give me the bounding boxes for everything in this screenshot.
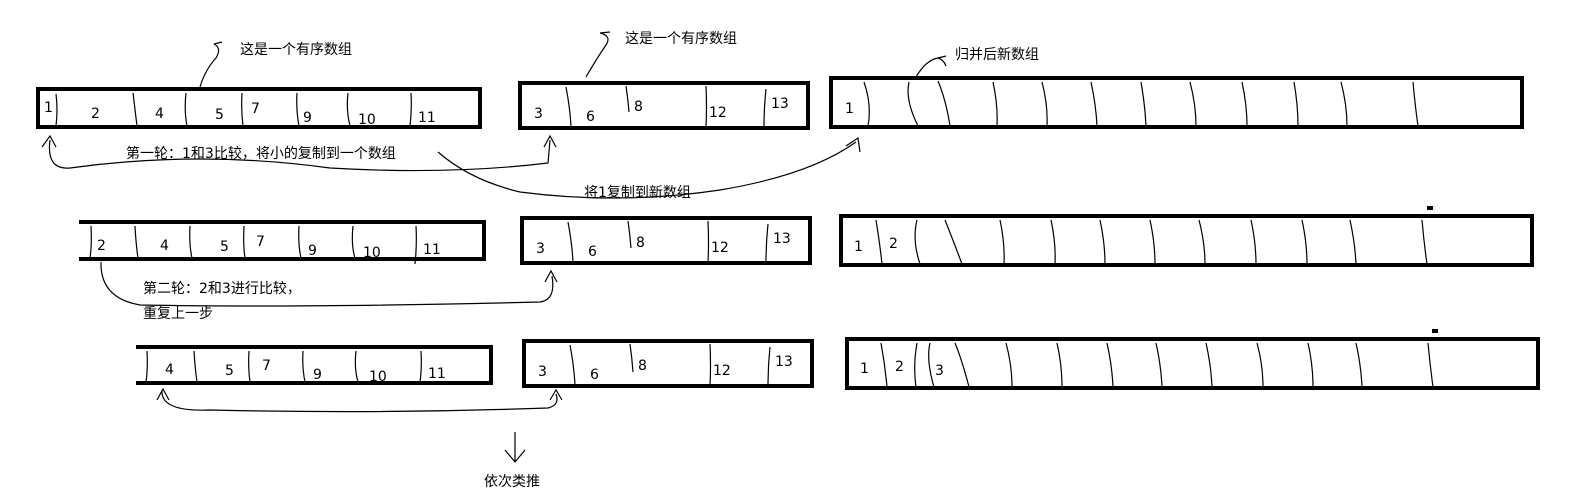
- round2-label: 第二轮：2和3进行比较，: [143, 280, 301, 297]
- row2-right-cell-5: 13: [773, 231, 791, 247]
- copy1-arrow: [437, 141, 857, 199]
- row3-marker: [1432, 329, 1438, 333]
- row1-left-cell-6: 9: [303, 110, 312, 126]
- row1-right-array-box: [518, 81, 810, 130]
- round2-compare-arrow: [100, 261, 554, 307]
- row3-right-cell-dividers: [569, 343, 771, 386]
- row1-left-cell-4: 5: [215, 107, 224, 123]
- row3-merged-cell-3: 3: [935, 363, 944, 379]
- row3-merged-cell-2: 2: [895, 359, 904, 375]
- row1-left-cell-5: 7: [251, 101, 260, 117]
- row3-right-cell-5: 13: [775, 354, 793, 370]
- row3-merged-cell-1: 1: [860, 361, 869, 377]
- merged-label: 归并后新数组: [955, 46, 1039, 63]
- repeat-label: 重复上一步: [143, 305, 213, 322]
- copy1-label: 将1复制到新数组: [584, 184, 691, 201]
- row3-left-cell-5: 10: [369, 369, 387, 385]
- row1-right-cell-1: 3: [534, 106, 543, 122]
- round1-arrowhead-right: [543, 134, 557, 148]
- row2-left-cell-5: 9: [308, 243, 317, 259]
- row2-right-cell-2: 6: [588, 244, 597, 260]
- row3-merged-array-box: [845, 337, 1540, 390]
- sorted-b-label: 这是一个有序数组: [625, 30, 737, 47]
- row1-left-cell-3: 4: [155, 106, 164, 122]
- row2-left-cell-1: 2: [97, 238, 106, 254]
- row1-left-cell-7: 10: [358, 112, 376, 128]
- round1-compare-arrow: [48, 139, 551, 172]
- round1-label: 第一轮：1和3比较，将小的复制到一个数组: [126, 145, 396, 162]
- row3-right-cell-3: 8: [638, 358, 647, 374]
- row3-left-cell-1: 4: [165, 362, 174, 378]
- row3-merged-cell-dividers: [880, 342, 1434, 388]
- row1-right-cell-5: 13: [771, 96, 789, 112]
- row2-merged-cell-dividers: [875, 219, 1428, 265]
- row2-merged-cell-1: 1: [854, 239, 863, 255]
- row1-merged-cell-dividers: [863, 80, 1419, 127]
- row2-right-array-box: [520, 216, 812, 265]
- row2-left-cell-4: 7: [256, 234, 265, 250]
- row1-merged-cell-1: 1: [845, 101, 854, 117]
- row3-left-cell-2: 5: [225, 363, 234, 379]
- round3-arrowhead-left: [156, 387, 170, 401]
- row2-left-cell-dividers: [89, 225, 417, 265]
- row1-left-cell-2: 2: [91, 106, 100, 122]
- row3-left-cell-6: 11: [428, 366, 446, 382]
- row3-left-array-box: [136, 345, 493, 385]
- row1-left-array-box: [36, 87, 482, 129]
- row3-right-cell-4: 12: [713, 363, 731, 379]
- row1-merged-array-box: [829, 76, 1524, 129]
- row1-right-cell-dividers: [565, 85, 767, 127]
- sorted-a-pointer: [199, 41, 223, 88]
- sorted-a-label: 这是一个有序数组: [240, 41, 352, 58]
- row2-right-cell-4: 12: [711, 240, 729, 256]
- row2-right-cell-1: 3: [536, 241, 545, 257]
- and-so-on-label: 依次类推: [484, 474, 540, 490]
- row1-left-cell-1: 1: [44, 100, 53, 116]
- row1-right-cell-3: 8: [634, 99, 643, 115]
- row2-merged-array-box: [839, 214, 1534, 267]
- row3-left-cell-dividers: [145, 350, 422, 383]
- row1-right-cell-2: 6: [586, 109, 595, 125]
- row1-left-cell-dividers: [55, 92, 412, 127]
- row2-left-cell-7: 11: [423, 242, 441, 258]
- row1-right-cell-4: 12: [709, 105, 727, 121]
- row2-left-array-box: [79, 220, 486, 261]
- row2-right-cell-dividers: [567, 220, 769, 263]
- copy1-arrowhead: [845, 136, 861, 153]
- row3-right-cell-2: 6: [590, 367, 599, 383]
- sorted-b-pointer: [585, 31, 611, 78]
- row2-left-cell-6: 10: [363, 245, 381, 261]
- round3-arrowhead-right: [549, 388, 563, 401]
- row1-left-cell-8: 11: [418, 110, 436, 126]
- row2-right-cell-3: 8: [636, 235, 645, 251]
- row3-right-array-box: [522, 339, 814, 388]
- row3-left-cell-4: 9: [313, 367, 322, 383]
- row2-marker: [1427, 206, 1433, 210]
- row3-left-cell-3: 7: [262, 358, 271, 374]
- row2-merged-cell-2: 2: [889, 236, 898, 252]
- round1-arrowhead-left: [41, 134, 57, 148]
- round2-arrowhead: [544, 269, 558, 283]
- row2-left-cell-2: 4: [160, 238, 169, 254]
- down-arrow: [504, 432, 526, 463]
- round3-compare-arrow: [161, 389, 558, 413]
- row2-left-cell-3: 5: [220, 239, 229, 255]
- row3-right-cell-1: 3: [538, 364, 547, 380]
- merged-pointer: [915, 55, 947, 78]
